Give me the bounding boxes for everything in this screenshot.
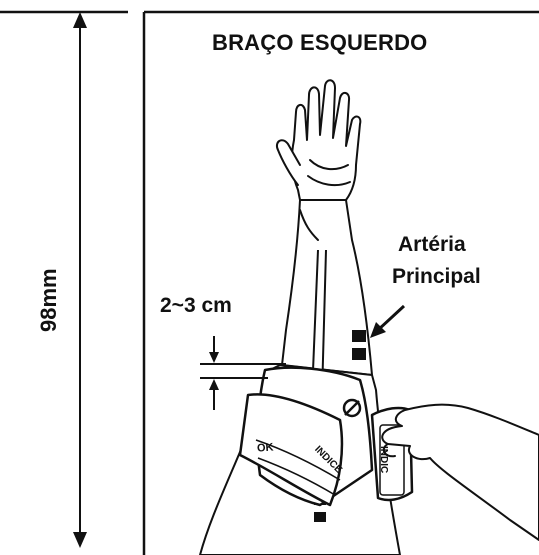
artery-label-line1: Artéria [398, 233, 466, 256]
artery-pointer-arrow [370, 304, 406, 338]
cuff-index-label-right: INDIC [378, 446, 389, 474]
frame [0, 10, 539, 555]
cuff-ok-label: OK [256, 441, 274, 455]
height-dimension-arrow [73, 12, 87, 548]
distance-dimension [200, 336, 286, 410]
height-label: 98mm [36, 268, 61, 332]
distance-label: 2~3 cm [160, 294, 232, 317]
helper-hand [381, 403, 539, 541]
diagram-title: BRAÇO ESQUERDO [212, 30, 428, 55]
artery-label-line2: Principal [392, 265, 481, 288]
